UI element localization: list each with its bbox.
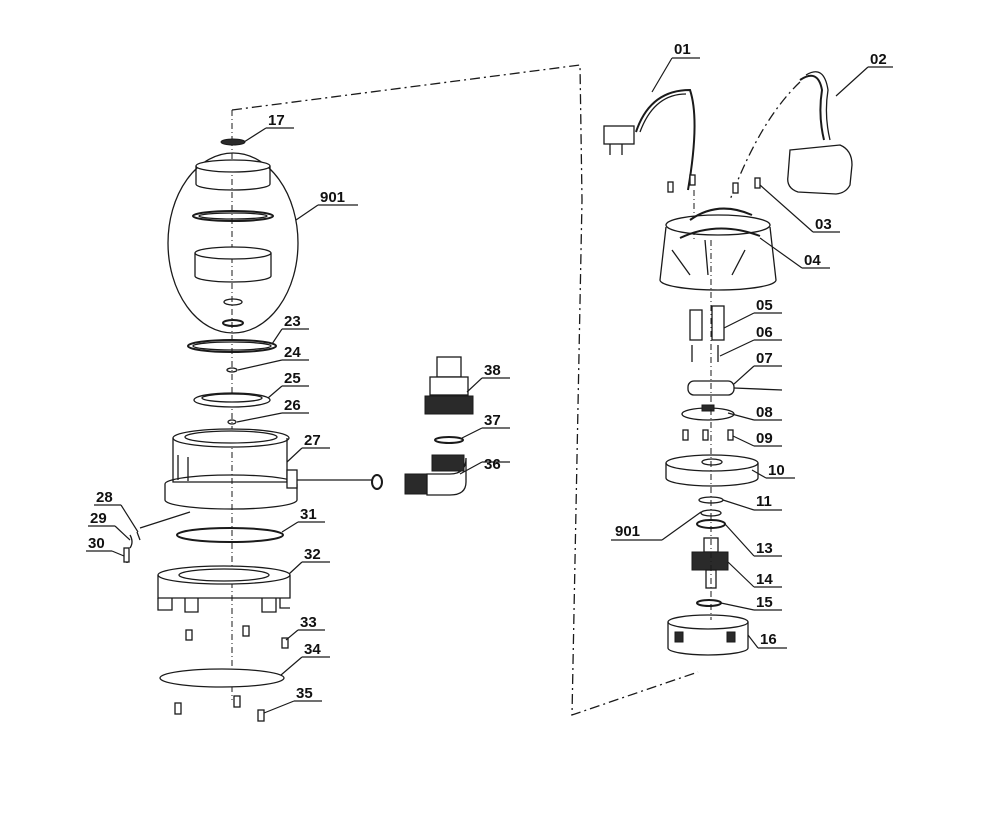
label-27: 27 xyxy=(304,432,321,449)
label-07: 07 xyxy=(756,350,773,367)
part-34-bottom-plate xyxy=(159,668,285,688)
label-35: 35 xyxy=(296,685,313,702)
leader-lines xyxy=(86,57,893,714)
part-37-ring xyxy=(434,436,464,444)
label-32: 32 xyxy=(304,546,321,563)
part-31-o-ring xyxy=(176,527,284,543)
label-29: 29 xyxy=(90,510,107,527)
label-901-right: 901 xyxy=(615,523,640,540)
part-25-plate xyxy=(193,392,271,408)
right-assembly xyxy=(603,71,853,656)
part-14-rotor xyxy=(691,537,729,589)
label-34: 34 xyxy=(304,641,321,658)
label-37: 37 xyxy=(484,412,501,429)
label-03: 03 xyxy=(815,216,832,233)
part-09-screws xyxy=(682,429,734,441)
part-23-ring xyxy=(187,339,277,353)
label-10: 10 xyxy=(768,462,785,479)
part-03-screws xyxy=(667,174,761,194)
left-assembly xyxy=(123,138,474,722)
label-11: 11 xyxy=(756,493,772,510)
part-05-capacitors xyxy=(689,305,725,362)
label-38: 38 xyxy=(484,362,501,379)
part-number-labels: 01 02 03 04 05 06 07 08 09 10 11 901 13 … xyxy=(88,41,887,702)
label-06: 06 xyxy=(756,324,773,341)
part-16-stator xyxy=(667,614,749,656)
connection-dashed-line xyxy=(231,64,699,716)
part-38-fitting xyxy=(424,356,474,415)
label-02: 02 xyxy=(870,51,887,68)
part-02-float-switch xyxy=(729,71,853,201)
label-13: 13 xyxy=(756,540,773,557)
label-17: 17 xyxy=(268,112,285,129)
part-27-pump-body xyxy=(164,428,298,510)
label-26: 26 xyxy=(284,397,301,414)
label-24: 24 xyxy=(284,344,301,361)
label-16: 16 xyxy=(760,631,777,648)
part-901-group-outline xyxy=(167,152,299,334)
label-04: 04 xyxy=(804,252,821,269)
label-901-left: 901 xyxy=(320,189,345,206)
part-26-small-ring xyxy=(227,419,237,425)
label-30: 30 xyxy=(88,535,105,552)
part-28-30-clip-screw xyxy=(123,511,191,563)
label-01: 01 xyxy=(674,41,691,58)
label-31: 31 xyxy=(300,506,317,523)
label-28: 28 xyxy=(96,489,113,506)
label-23: 23 xyxy=(284,313,301,330)
part-36-elbow xyxy=(404,454,467,496)
label-08: 08 xyxy=(756,404,773,421)
label-36: 36 xyxy=(484,456,501,473)
part-10-housing xyxy=(665,454,759,487)
part-32-base xyxy=(157,565,291,613)
part-24-small-ring xyxy=(226,367,238,373)
part-04-top-cover xyxy=(659,207,777,291)
label-14: 14 xyxy=(756,571,773,588)
part-15-ring xyxy=(696,599,722,607)
label-33: 33 xyxy=(300,614,317,631)
part-35-screws xyxy=(174,695,265,722)
label-09: 09 xyxy=(756,430,773,447)
part-33-screws xyxy=(185,625,289,649)
part-17-washer xyxy=(220,138,246,146)
label-05: 05 xyxy=(756,297,773,314)
label-25: 25 xyxy=(284,370,301,387)
part-08-plate xyxy=(681,404,735,421)
label-15: 15 xyxy=(756,594,773,611)
